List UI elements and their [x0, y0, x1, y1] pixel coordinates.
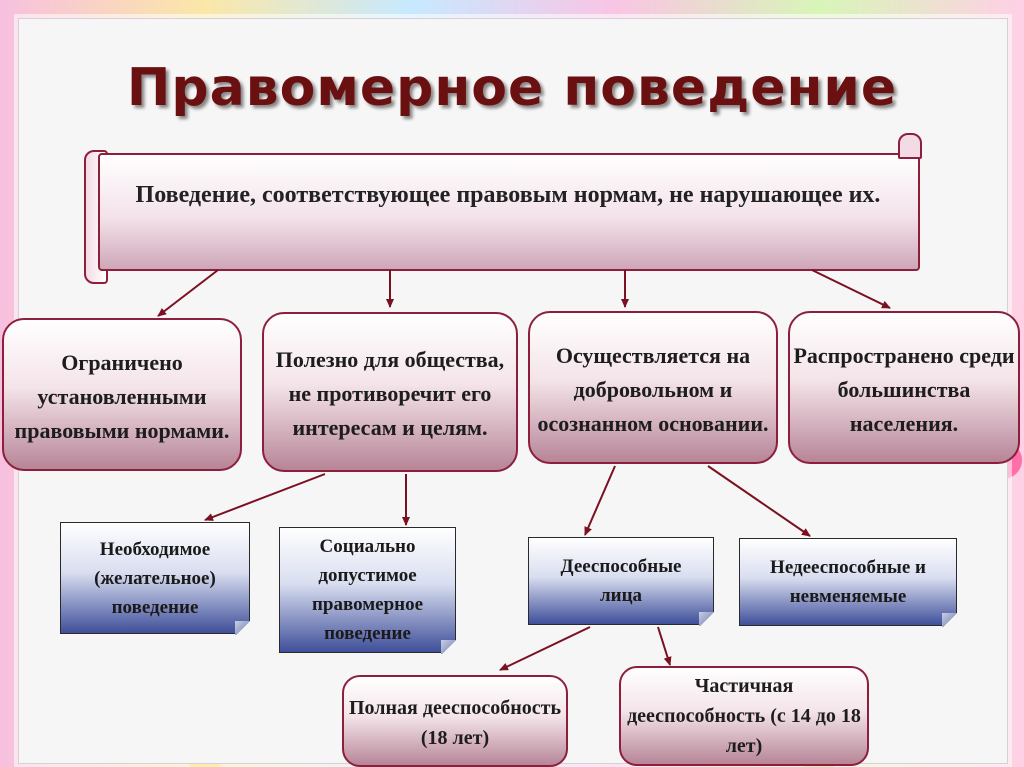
- arrow-to-feature-4: [811, 269, 891, 309]
- feature-box-2: Полезно для общества, не противоречит ег…: [262, 312, 518, 472]
- capable-persons: Дееспособные лица: [528, 537, 715, 626]
- definition-scroll: [98, 153, 920, 271]
- behavior-socially-acceptable: Социально допустимое правомерное поведен…: [279, 527, 457, 654]
- arrow-to-capable-persons: [584, 465, 616, 536]
- definition-text: Поведение, соответствующее правовым норм…: [135, 182, 881, 208]
- arrow-to-feature-1: [157, 269, 219, 317]
- incapable-persons: Недееспособные и невменяемые: [739, 538, 958, 627]
- feature-box-3: Осуществляется на добровольном и осознан…: [528, 311, 778, 464]
- behavior-necessary: Необходимое (желательное) поведение: [60, 522, 251, 635]
- scroll-curl-right: [898, 133, 922, 159]
- arrow-to-full-capacity: [499, 626, 591, 671]
- full-capacity-box: Полная дееспособность (18 лет): [342, 675, 568, 767]
- feature-box-4: Распространено среди большинства населен…: [788, 311, 1020, 464]
- page-title: Правомерное поведение: [126, 58, 898, 118]
- feature-box-1: Ограничено установленными правовыми норм…: [2, 318, 242, 471]
- arrow-to-incapable-persons: [707, 465, 811, 537]
- arrow-to-partial-capacity: [657, 626, 672, 666]
- partial-capacity-box: Частичная дееспособность (с 14 до 18 лет…: [619, 666, 869, 766]
- arrow-to-behavior-1: [204, 473, 326, 521]
